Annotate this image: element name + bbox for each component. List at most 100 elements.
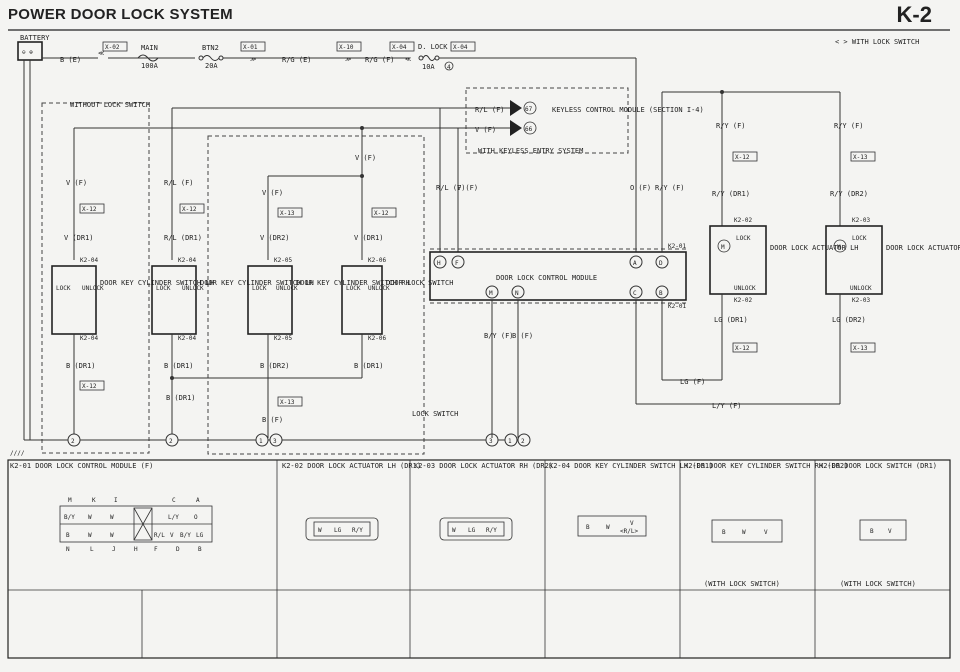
act2-k203-top: K2-03 [852,217,870,224]
sw3-wire-b-f: B (F) [262,416,283,424]
act1-lock: LOCK [736,235,751,242]
dlcm-pin-n: N [515,290,519,297]
sw1-unlock: UNLOCK [82,285,104,292]
keyless-module-label: KEYLESS CONTROL MODULE (SECTION I-4) [552,106,704,114]
k205-pin-2: V [764,529,768,536]
act1-wire-lg-dr1: LG (DR1) [714,316,748,324]
act1-wire-ry-dr1: R/Y (DR1) [712,190,750,198]
sw1-wire-v-f: V (F) [66,179,87,187]
k205-pin-1: W [742,529,746,536]
legend-note: < > WITH LOCK SWITCH [835,38,919,46]
gnd-1: 2 [71,438,75,445]
svg-text:≫: ≫ [250,56,256,63]
conn-k206-title: K2-06 DOOR LOCK SWITCH (DR1) [819,462,937,470]
page-id: K-2 [896,2,932,27]
act1-k202-top: K2-02 [734,217,752,224]
dlcm-box [429,251,687,301]
k201-top-i: I [114,497,118,504]
conn-x02: X-02 [105,44,120,51]
lock-switch-label: LOCK SWITCH [412,410,458,418]
fuse-btn2-amp: 20A [205,62,218,70]
conn-k204-face [577,515,647,537]
sw4-lock: LOCK [346,285,361,292]
conn-x04a: X-04 [392,44,407,51]
k201-r2-0: B [66,532,70,539]
battery-label: BATTERY [20,34,50,42]
fuse-btn2-icon [202,55,220,61]
k201-r1-2: W [110,514,114,521]
act2-conn-x13: X-13 [853,154,868,161]
gnd-4: 3 [273,438,277,445]
act1-conn-x12: X-12 [735,154,750,161]
fuse-dlock-amp: 10A [422,63,435,71]
sw4-k206-bot: K2-06 [368,335,386,342]
wire-v-f-top: V (F) [475,126,496,134]
k201-top-c: C [172,497,176,504]
wire-b-f-dlcm: B (F) [512,332,533,340]
k201-r2-4: V [170,532,174,539]
k203-pin-2: R/Y [486,527,497,534]
sw4-label: DOOR LOCK SWITCH [386,279,453,287]
without-lock-switch-box [41,102,150,454]
k202-pin-2: R/Y [352,527,363,534]
wire-b-e: B (E) [60,56,81,64]
sw3-k205-bot: K2-05 [274,335,292,342]
fuse-main: MAIN [141,44,158,52]
sw3-wire-v-dr2: V (DR2) [260,234,290,242]
k203-pin-1: LG [468,527,476,534]
wire-ry-f-dlcm: R/Y (F) [655,184,685,192]
gnd-7: 2 [521,438,525,445]
sw4-wire-b-dr1: B (DR1) [354,362,384,370]
sw3-lock: LOCK [252,285,267,292]
gnd-2: 2 [169,438,173,445]
conn-k203-title: K2-03 DOOR LOCK ACTUATOR RH (DR2) [414,462,553,470]
sw3-k205-top: K2-05 [274,257,292,264]
sw1-k204-bot: K2-04 [80,335,98,342]
wire-rl-f-top: R/L (F) [475,106,505,114]
without-lock-switch-label: WITHOUT LOCK SWITCH [70,101,150,109]
k201-top-k: K [92,497,96,504]
connector-table [7,459,951,659]
sw1-label: DOOR KEY CYLINDER SWITCH LH [100,279,214,287]
keyless-box [465,87,629,154]
switch-block-2: K2-04 LOCK UNLOCK DOOR KEY CYLINDER SWIT… [151,257,314,342]
conn-k201-title: K2-01 DOOR LOCK CONTROL MODULE (F) [10,462,153,470]
act1-wire-ry-f: R/Y (F) [716,122,746,130]
act1-bot-x12: X-12 [735,345,750,352]
act1-k202-bot: K2-02 [734,297,752,304]
act2-bot-x13: X-13 [853,345,868,352]
keyless-pin-67: 67 [525,106,533,113]
k206-pin-1: V [888,528,892,535]
k203-pin-0: W [452,527,456,534]
dlcm-pin-a: A [633,260,637,267]
wire-ly-f: L/Y (F) [712,402,742,410]
sw2-wire-b-dr1: B (DR1) [164,362,194,370]
svg-text:M: M [721,244,725,251]
k201-r2-6: LG [196,532,204,539]
conn-x04b: X-04 [453,44,468,51]
conn-x10: X-10 [339,44,354,51]
act2-lock: LOCK [852,235,867,242]
sw3-conn-x13: X-13 [280,210,295,217]
dlcm-pin-c: C [633,290,637,297]
lock-switch-box [207,135,425,455]
dlcm-conn-bot: K2-01 [668,303,686,310]
sw2-k204-bot: K2-04 [178,335,196,342]
k201-bot-j: J [112,546,116,553]
sw1-k204-top: K2-04 [80,257,98,264]
sw3-unlock: UNLOCK [276,285,298,292]
k201-bot-l: L [90,546,94,553]
sw2-k204-top: K2-04 [178,257,196,264]
sw1-wire-b-dr1: B (DR1) [66,362,96,370]
svg-text:≪: ≪ [98,50,104,57]
sw1-conn-x12: X-12 [82,206,97,213]
k201-bot-h: H [134,546,138,553]
svg-text:≫: ≫ [345,56,351,63]
k204-pin-3: <R/L> [620,528,638,535]
act2-unlock: UNLOCK [850,285,872,292]
sw2-unlock: UNLOCK [182,285,204,292]
act2-wire-lg-dr2: LG (DR2) [832,316,866,324]
wire-by-f: B/Y (F) [484,332,514,340]
act2-wire-ry-f: R/Y (F) [834,122,864,130]
